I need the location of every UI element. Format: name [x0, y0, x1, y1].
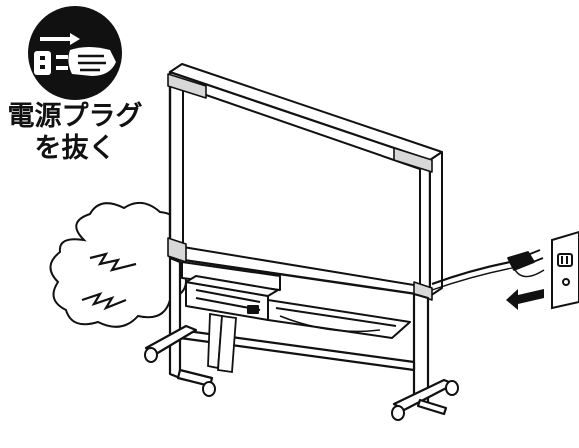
- unplug-power-icon: [28, 6, 122, 100]
- power-plug: [507, 249, 545, 278]
- paper-strips: [207, 312, 237, 374]
- power-cord: [431, 260, 513, 291]
- caption-line-1: 電源プラグ: [7, 101, 143, 132]
- whiteboard: [167, 63, 443, 301]
- smoke-cloud-icon: [49, 201, 189, 328]
- caster-wheels: [144, 347, 459, 421]
- caption-line-2: を抜く: [34, 133, 116, 164]
- wall-outlet: [551, 230, 579, 310]
- arrow-left-icon: [506, 289, 544, 310]
- printer-unit: [181, 261, 411, 339]
